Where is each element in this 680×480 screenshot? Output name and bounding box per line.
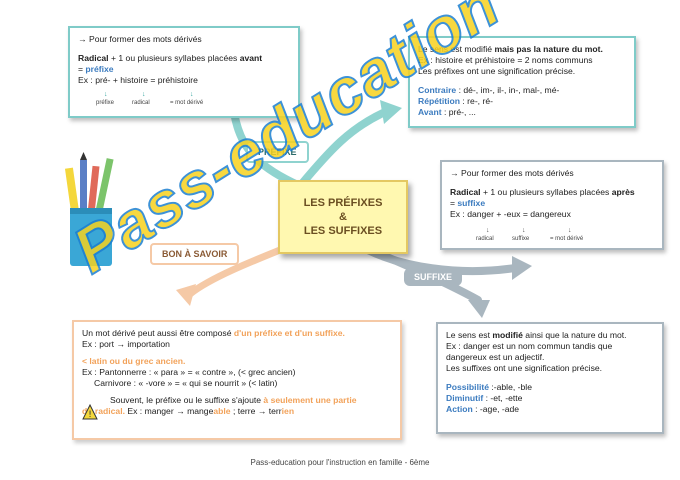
down-arrow-icon: ↓ [486,227,490,234]
prefix-formation-result: = préfixe [78,64,114,74]
down-arrow-icon: ↓ [522,227,526,234]
avant-term: avant [239,53,263,63]
action-label: Action [446,404,473,414]
sub-label-mot: = mot dérivé [170,100,204,106]
avant-label: Avant [418,107,442,117]
possibilite-label: Possibilité [446,382,489,392]
prefix-formation-rule: Radical + 1 ou plusieurs syllabes placée… [78,53,263,63]
radical-term: Radical [78,53,109,63]
prefix-formation-line1: → Pour former des mots dérivés [78,34,202,44]
suffix-arrowhead-right [512,256,532,280]
title-line-2: & [339,211,347,223]
bon-branch [186,242,294,298]
suffix-formation-box: → Pour former des mots dérivés Radical +… [440,160,664,250]
prefix-arrowhead-right [380,100,402,124]
prefix-branch-right [296,108,389,190]
down-arrow-icon: ↓ [190,91,194,98]
bon-a-savoir-label: BON À SAVOIR [150,243,240,265]
suffix-sens-box: Le sens est modifié ainsi que la nature … [436,322,664,434]
diminutif-label: Diminutif [446,393,484,403]
suffixe-term: suffixe [457,198,486,208]
prefix-formation-example: Ex : pré- + histoire = préhistoire [78,75,198,85]
repetition-label: Répétition [418,96,461,106]
title-line-1: LES PRÉFIXES [303,197,383,209]
prefixe-label: PRÉFIXE [246,141,309,163]
footer-text: Pass-education pour l'instruction en fam… [250,458,430,467]
title-line-3: LES SUFFIXES [303,225,383,237]
warning-icon: ! [82,404,98,420]
suffix-arrowhead-down [468,300,490,318]
bon-arrowhead [176,284,196,306]
suffixe-label: SUFFIXE [404,268,463,286]
svg-text:!: ! [88,410,92,420]
bon-a-savoir-box: Un mot dérivé peut aussi être composé d'… [72,320,402,440]
down-arrow-icon: ↓ [142,91,146,98]
pencil-cup-illustration [64,152,114,266]
prefix-formation-box: → Pour former des mots dérivés Radical +… [68,26,300,118]
sub-label-prefixe: préfixe [96,100,115,106]
sub-label-radical: radical [132,100,150,106]
down-arrow-icon: ↓ [568,227,572,234]
central-title: LES PRÉFIXES & LES SUFFIXES [278,180,408,254]
down-arrow-icon: ↓ [104,91,108,98]
prefixe-term: préfixe [85,64,114,74]
contraire-label: Contraire [418,85,457,95]
prefix-sens-box: Le sens est modifié mais pas la nature d… [408,36,636,128]
